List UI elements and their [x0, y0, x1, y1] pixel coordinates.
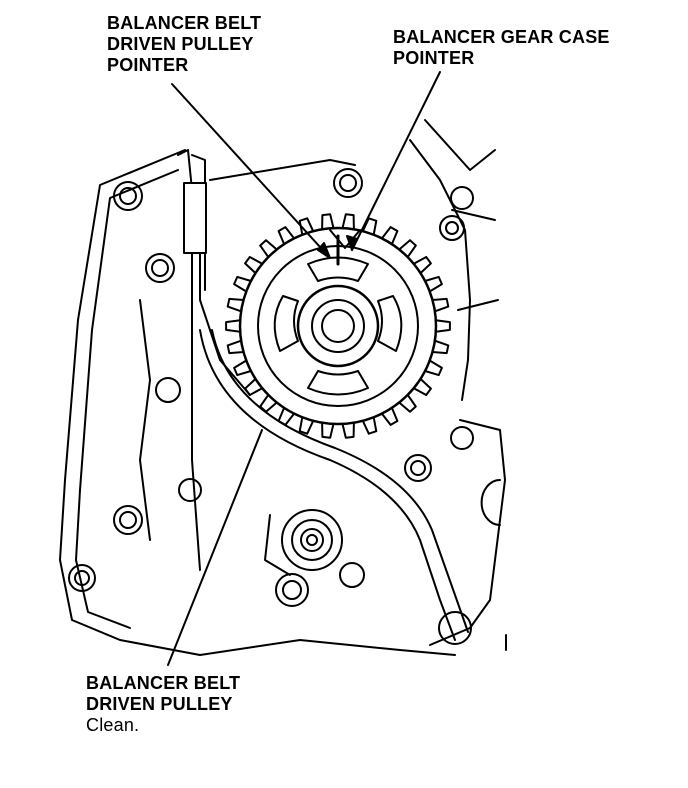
sprocket-tooth [321, 421, 335, 439]
sprocket-tooth [361, 416, 378, 435]
sprocket-tooth [412, 377, 432, 396]
sprocket-tooth [277, 226, 296, 246]
label-line: DRIVEN PULLEY [86, 694, 233, 714]
label-line: DRIVEN PULLEY [107, 34, 254, 54]
label-line: BALANCER BELT [107, 13, 262, 33]
sprocket-tooth [277, 406, 296, 426]
bolt-bosses [68, 168, 474, 645]
sprocket-tooth [341, 421, 355, 439]
belt-pulley-label: BALANCER BELT DRIVEN PULLEY Clean. [86, 673, 240, 736]
sprocket-tooth [424, 275, 443, 293]
sprocket-tooth [431, 297, 450, 313]
belt-pulley-pointer-label: BALANCER BELT DRIVEN PULLEY POINTER [107, 13, 261, 76]
sprocket-tooth [380, 406, 399, 426]
sprocket-tooth [431, 339, 450, 355]
sprocket-tooth [380, 226, 399, 246]
sprocket-tooth [398, 239, 417, 259]
label-line: BALANCER GEAR CASE [393, 27, 610, 47]
sprocket-tooth [244, 377, 264, 396]
sprocket-tooth [244, 256, 264, 275]
sprocket-tooth [259, 393, 278, 413]
label-line: POINTER [107, 55, 189, 75]
leader-lines [167, 71, 441, 666]
sprocket-tooth [226, 339, 245, 355]
label-line: BALANCER BELT [86, 673, 241, 693]
sprocket-tooth [225, 319, 242, 333]
lower-pulley [264, 509, 343, 576]
sprocket-tooth [424, 359, 443, 377]
sprocket-tooth [298, 217, 315, 236]
sprocket-tooth [321, 213, 335, 231]
sprocket-tooth [361, 217, 378, 236]
engine-case-outline [59, 119, 506, 656]
sprocket-tooth [341, 213, 355, 231]
sprocket-tooth [233, 275, 252, 293]
sprocket-tooth [233, 359, 252, 377]
sprocket-tooth [434, 319, 451, 333]
gear-case-pointer-label: BALANCER GEAR CASE POINTER [393, 27, 610, 69]
label-line: POINTER [393, 48, 475, 68]
gear-case-notch [329, 229, 361, 249]
sprocket-tooth [298, 416, 315, 435]
sprocket-tooth [226, 297, 245, 313]
driven-pulley [225, 213, 451, 439]
belt-guide [177, 149, 469, 641]
sprocket-tooth [398, 393, 417, 413]
sprocket-tooth [259, 239, 278, 259]
instruction-note: Clean. [86, 715, 140, 735]
sprocket-tooth [412, 256, 432, 275]
